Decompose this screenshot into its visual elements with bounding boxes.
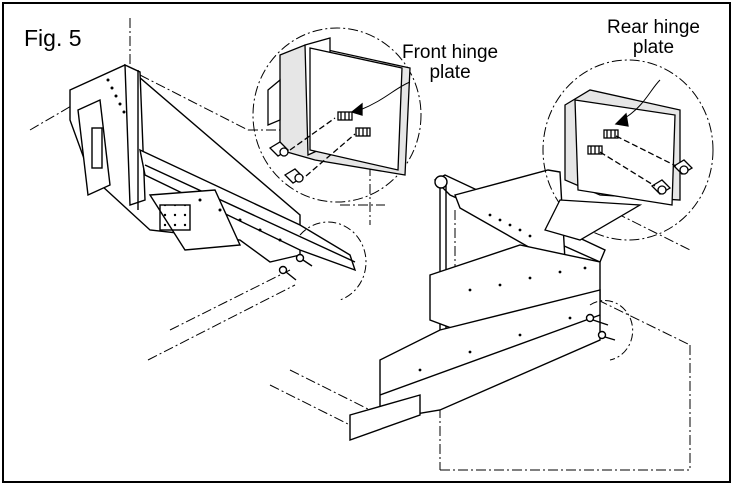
figure-label: Fig. 5 <box>24 25 82 51</box>
front-hinge-plate-line1: Front hinge <box>402 42 499 63</box>
rear-studs <box>587 129 619 155</box>
rear-hinge-plate-line2: plate <box>632 37 675 58</box>
front-wing-nuts <box>268 117 356 184</box>
rear-hinge-detail <box>542 59 714 241</box>
left-wing-nuts <box>278 253 313 281</box>
right-wing-nuts <box>585 313 616 341</box>
rear-callout-arrow <box>624 79 661 119</box>
rear-hinge-plate-line1: Rear hinge <box>607 17 700 38</box>
rear-hinge-plate-callout: Rear hinge plate <box>607 18 700 58</box>
front-callout-arrow <box>359 81 411 111</box>
left-slide-assembly <box>69 63 367 301</box>
front-hinge-detail <box>252 27 422 203</box>
rear-wing-nuts <box>599 135 694 195</box>
right-slide-assembly <box>349 169 634 441</box>
front-studs <box>337 111 371 137</box>
front-hinge-plate-callout: Front hinge plate <box>402 43 498 83</box>
front-hinge-plate-line2: plate <box>429 62 471 83</box>
